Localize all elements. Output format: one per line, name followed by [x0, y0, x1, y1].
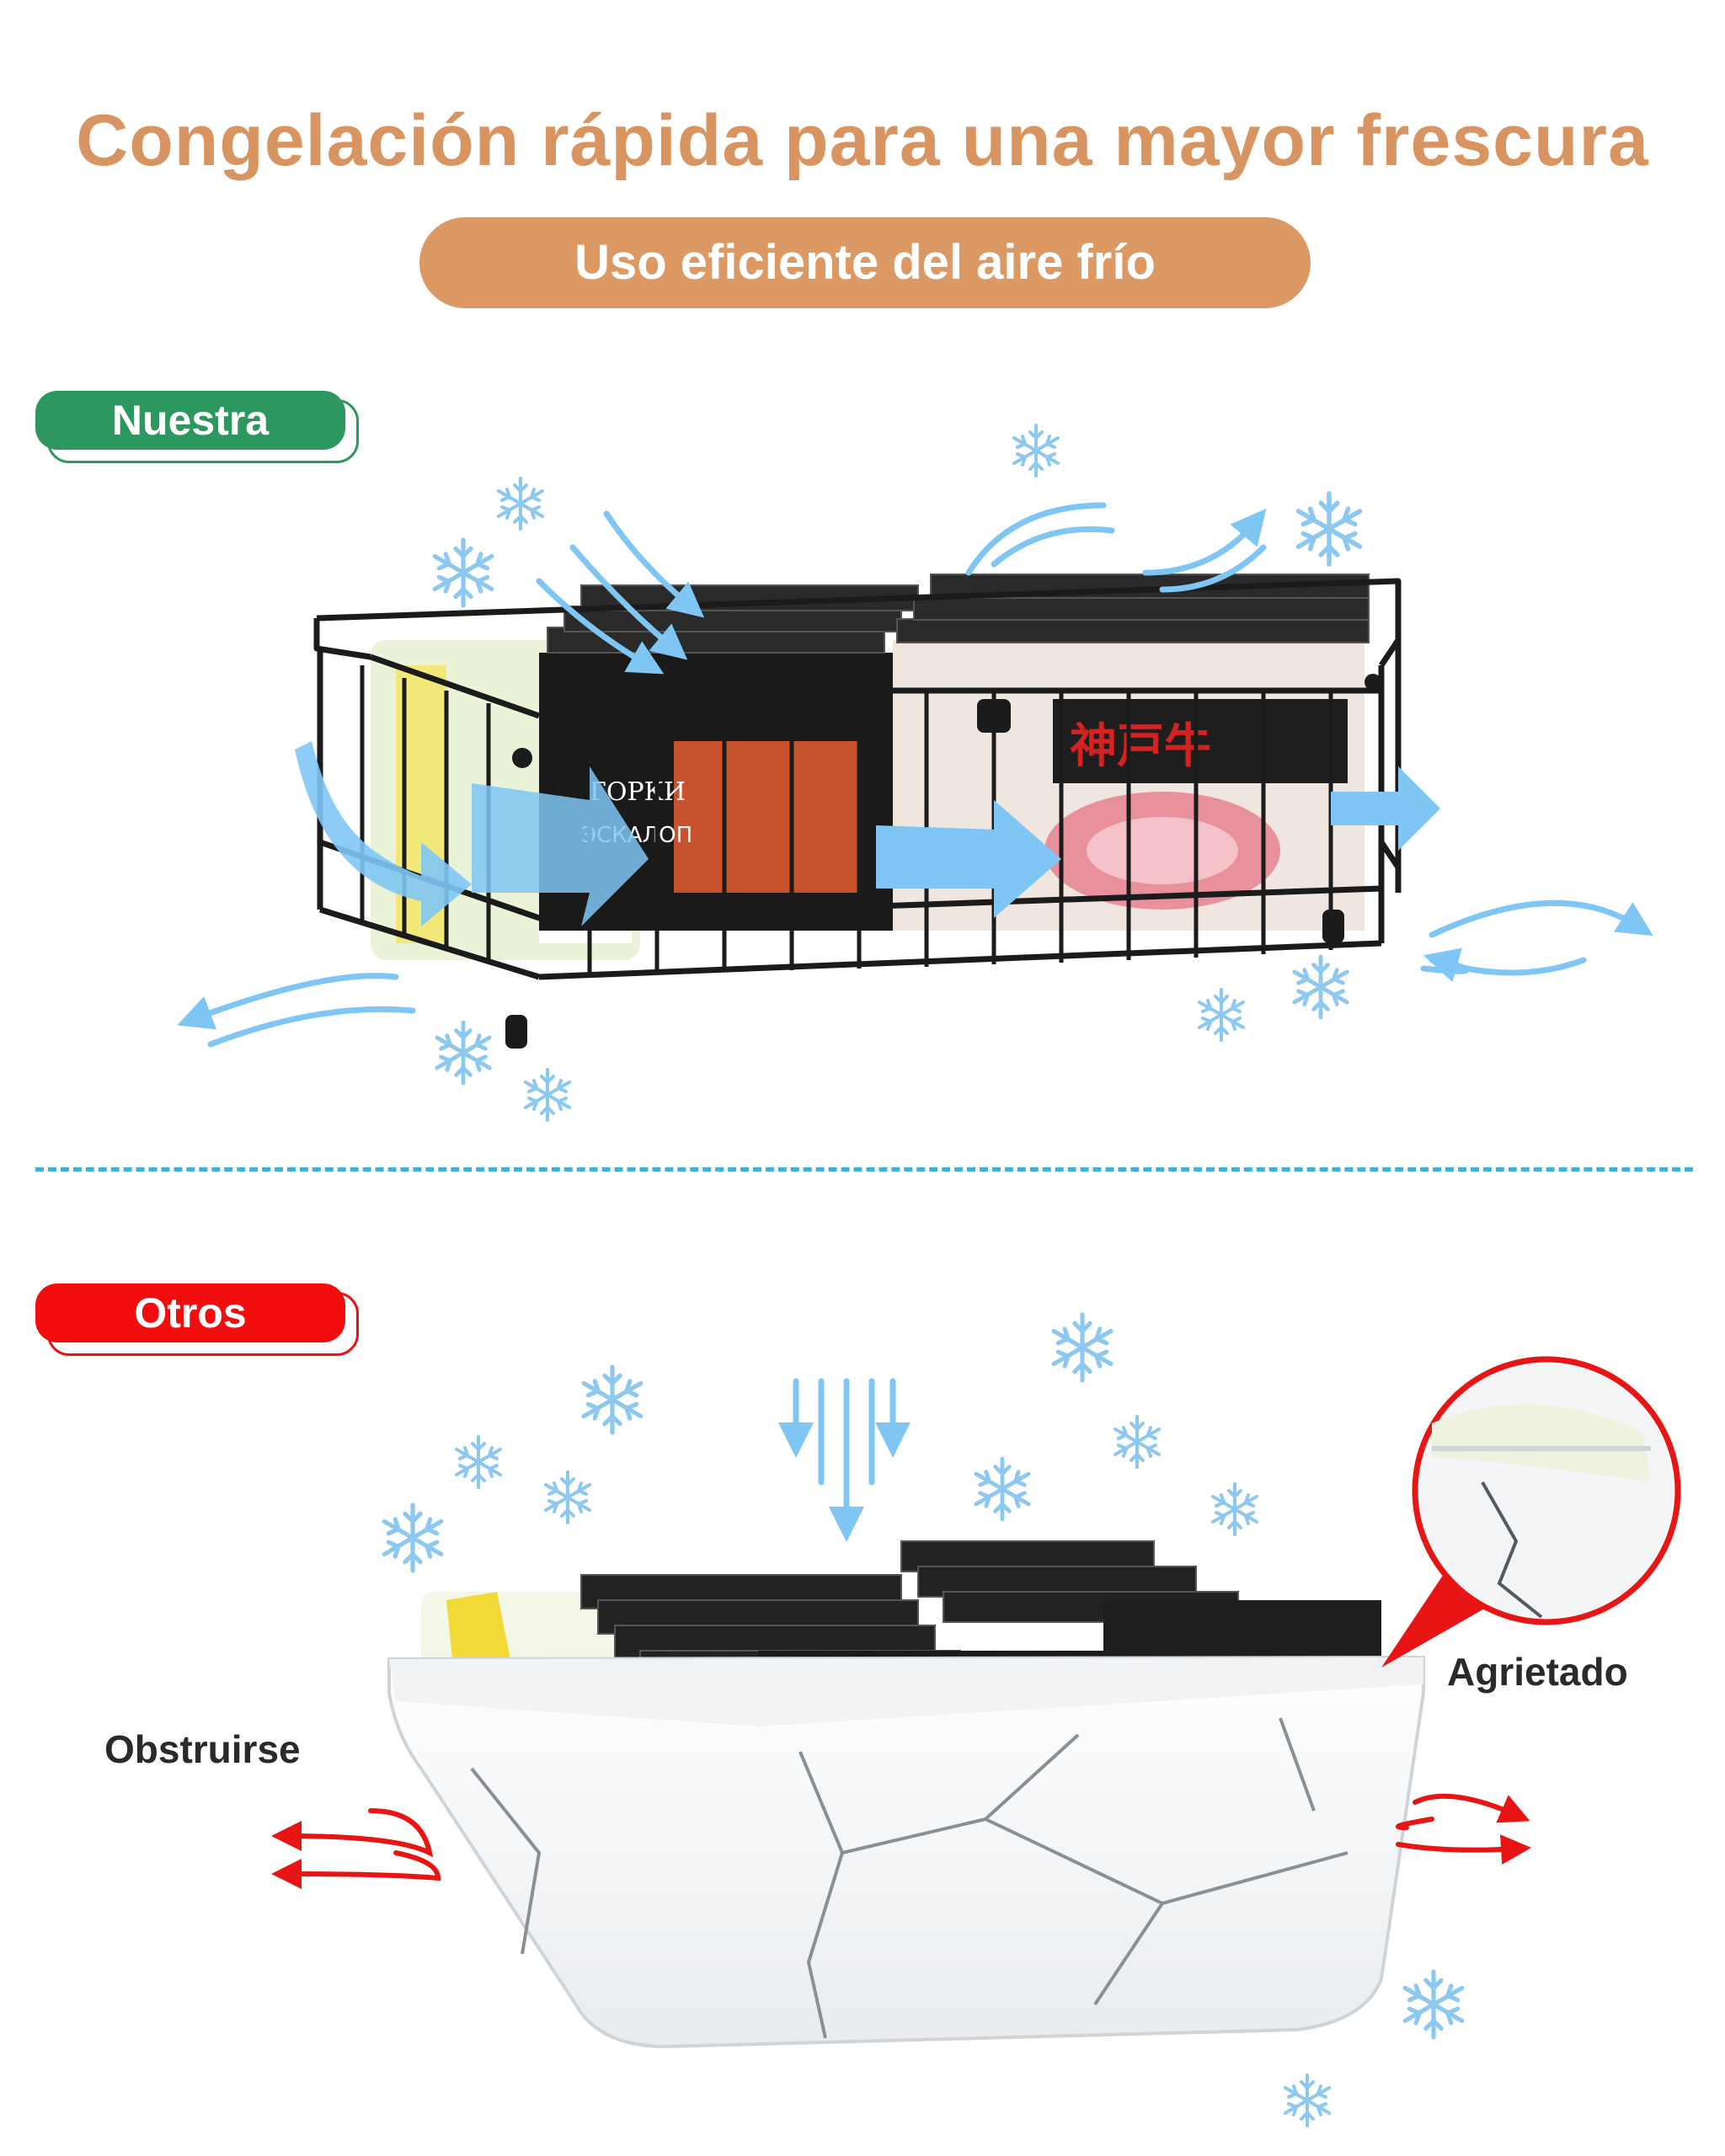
- blocked-air-arrow-icon: [271, 1793, 1531, 1890]
- page-title: Congelación rápida para una mayor frescu…: [76, 100, 1649, 181]
- cold-air-lines: [177, 502, 1653, 1048]
- magnifier-circle-icon: [1381, 1356, 1681, 1668]
- label-agrietado: Agrietado: [1447, 1650, 1628, 1694]
- cold-air-arrow-icon: [778, 1378, 911, 1542]
- section-divider: [35, 1167, 1693, 1171]
- svg-text:神戸牛: 神戸牛: [1070, 718, 1211, 774]
- tag-ours: Nuestra: [35, 391, 345, 450]
- subtitle-pill: Uso eficiente del aire frío: [419, 217, 1311, 308]
- tag-others: Otros: [35, 1283, 345, 1342]
- cold-air-arrow-icon: [295, 741, 1440, 926]
- plastic-bin: ГОРКИ ЭСКАЛОП 神戸牛: [387, 1540, 1425, 2049]
- label-obstruirse: Obstruirse: [104, 1727, 301, 1771]
